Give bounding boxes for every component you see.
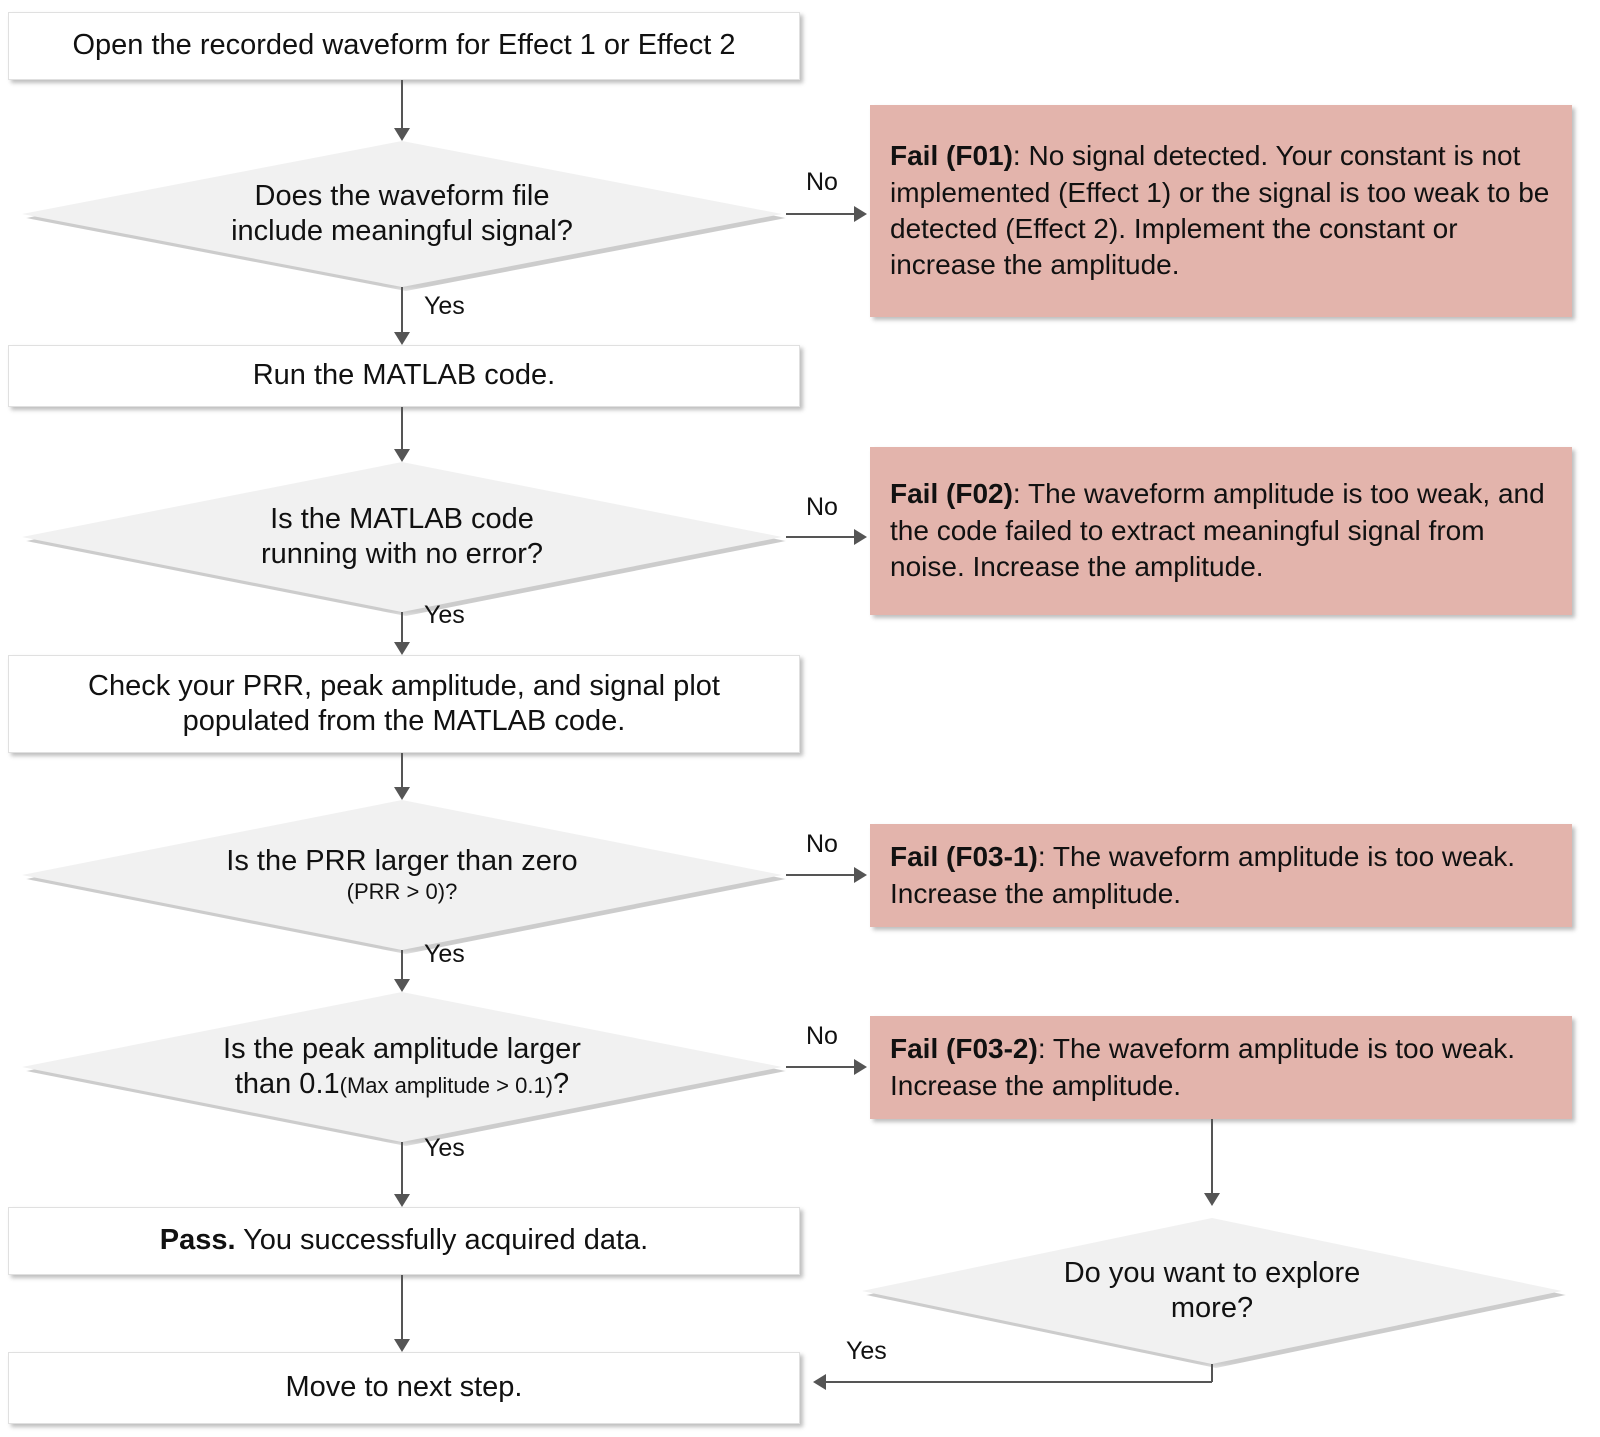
arrowhead-d3-to-f03-1 (854, 867, 867, 883)
connector-d3-to-d4 (401, 950, 403, 979)
node-run-matlab-label: Run the MATLAB code. (252, 359, 556, 392)
arrowhead-d4-to-f03-2 (854, 1059, 867, 1075)
connector-d4-to-f03-2 (786, 1066, 854, 1068)
arrowhead-check-to-d3 (394, 787, 410, 800)
fail-box-f01-text: Fail (F01): No signal detected. Your con… (890, 140, 1550, 281)
fail-box-f01[interactable]: Fail (F01): No signal detected. Your con… (870, 105, 1572, 317)
edge-label-no-2: No (806, 493, 838, 521)
connector-start-to-d1 (401, 80, 403, 128)
arrowhead-d1-to-run (394, 332, 410, 345)
edge-label-yes-5: Yes (846, 1337, 887, 1365)
node-open-waveform[interactable]: Open the recorded waveform for Effect 1 … (8, 12, 800, 80)
fail-box-f02[interactable]: Fail (F02): The waveform amplitude is to… (870, 447, 1572, 615)
node-check-results-label: Check your PRR, peak amplitude, and sign… (88, 669, 720, 737)
connector-f03-2-to-d5 (1211, 1119, 1213, 1193)
edge-label-yes-3: Yes (424, 940, 465, 968)
connector-d3-to-f03-1 (786, 874, 854, 876)
arrowhead-d2-to-check (394, 642, 410, 655)
connector-d4-to-pass (401, 1142, 403, 1194)
fail-box-f03-2-text: Fail (F03-2): The waveform amplitude is … (890, 1033, 1516, 1101)
node-decision-no-error-label: Is the MATLAB code running with no error… (260, 502, 544, 570)
fail-box-f03-1-text: Fail (F03-1): The waveform amplitude is … (890, 841, 1516, 909)
arrowhead-d3-to-d4 (394, 979, 410, 992)
node-pass-label: Pass. You successfully acquired data. (159, 1224, 649, 1257)
edge-label-no-1: No (806, 168, 838, 196)
node-decision-peak-amplitude-line2: than 0.1(Max amplitude > 0.1)? (234, 1068, 570, 1100)
edge-label-no-3: No (806, 830, 838, 858)
arrowhead-d4-to-pass (394, 1194, 410, 1207)
node-decision-explore-more-label: Do you want to explore more? (1063, 1256, 1361, 1324)
connector-d1-to-run (401, 287, 403, 332)
node-decision-peak-amplitude-label: Is the peak amplitude larger than 0.1(Ma… (106, 1032, 699, 1103)
connector-check-to-d3 (401, 753, 403, 787)
arrowhead-f03-2-to-d5 (1204, 1193, 1220, 1206)
connector-pass-to-next (401, 1275, 403, 1339)
node-next-step-label: Move to next step. (285, 1371, 523, 1404)
fail-box-f03-1[interactable]: Fail (F03-1): The waveform amplitude is … (870, 824, 1572, 927)
edge-label-yes-4: Yes (424, 1134, 465, 1162)
node-decision-prr[interactable]: Is the PRR larger than zero (PRR > 0)? (22, 800, 786, 954)
fail-box-f03-2[interactable]: Fail (F03-2): The waveform amplitude is … (870, 1016, 1572, 1119)
node-pass[interactable]: Pass. You successfully acquired data. (8, 1207, 800, 1275)
connector-d1-to-f01 (786, 213, 854, 215)
node-next-step[interactable]: Move to next step. (8, 1352, 800, 1424)
arrowhead-d2-to-f02 (854, 529, 867, 545)
arrowhead-d5-to-next (813, 1374, 826, 1390)
fail-box-f02-text: Fail (F02): The waveform amplitude is to… (890, 478, 1545, 583)
connector-d2-to-f02 (786, 536, 854, 538)
edge-label-no-4: No (806, 1022, 838, 1050)
node-decision-explore-more[interactable]: Do you want to explore more? (862, 1218, 1566, 1368)
connector-d2-to-check (401, 612, 403, 642)
arrowhead-pass-to-next (394, 1339, 410, 1352)
connector-d5-to-next-vertical (1211, 1364, 1213, 1382)
edge-label-yes-2: Yes (424, 601, 465, 629)
connector-run-to-d2 (401, 407, 403, 449)
arrowhead-d1-to-f01 (854, 206, 867, 222)
arrowhead-start-to-d1 (394, 128, 410, 141)
node-decision-meaningful-signal-label: Does the waveform file include meaningfu… (231, 179, 573, 247)
node-decision-peak-amplitude[interactable]: Is the peak amplitude larger than 0.1(Ma… (22, 992, 786, 1146)
arrowhead-run-to-d2 (394, 449, 410, 462)
node-open-waveform-label: Open the recorded waveform for Effect 1 … (72, 29, 736, 62)
connector-d5-to-next-horizontal (826, 1381, 1212, 1383)
node-decision-prr-label: Is the PRR larger than zero (PRR > 0)? (226, 844, 578, 905)
node-decision-meaningful-signal[interactable]: Does the waveform file include meaningfu… (22, 141, 786, 291)
node-check-results[interactable]: Check your PRR, peak amplitude, and sign… (8, 655, 800, 753)
edge-label-yes-1: Yes (424, 292, 465, 320)
node-decision-no-error[interactable]: Is the MATLAB code running with no error… (22, 462, 786, 616)
node-run-matlab[interactable]: Run the MATLAB code. (8, 345, 800, 407)
